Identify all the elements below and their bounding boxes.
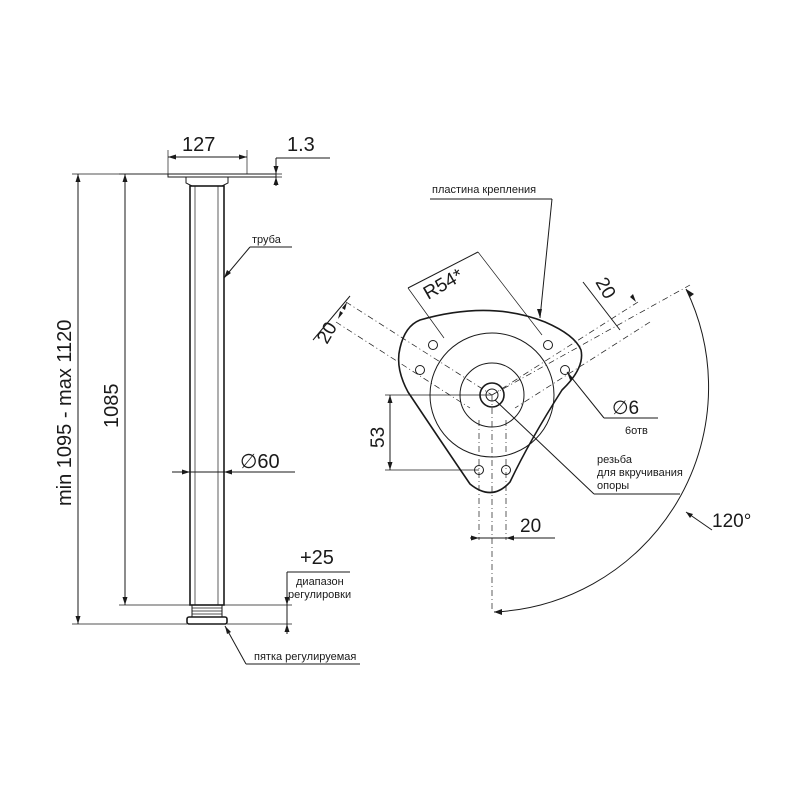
angle-label: 120° xyxy=(712,511,751,532)
mounting-hole xyxy=(543,340,553,350)
angle-arc xyxy=(493,288,710,613)
dim-spacing-right: 20 xyxy=(582,274,636,331)
mounting-hole xyxy=(560,365,570,375)
adjust-label-line1: диапазон xyxy=(296,576,344,588)
leader-thread: резьба для вкручивания опоры xyxy=(494,399,683,495)
top-plate xyxy=(167,173,277,178)
thread-label-line2: для вкручивания xyxy=(597,467,683,479)
dim-total-height: min 1095 - max 1120 xyxy=(54,173,187,625)
dim-angle: 120° xyxy=(493,288,751,615)
leader-hole-diameter: ∅6 6отв xyxy=(566,371,658,437)
dim-spacing-bottom: 20 xyxy=(470,516,555,541)
dim-adjust-range: +25 диапазон регулировки xyxy=(222,547,351,634)
plate-width-label: 127 xyxy=(182,134,215,156)
total-height-label: min 1095 - max 1120 xyxy=(54,320,76,506)
dim-tube-diameter: ∅60 xyxy=(172,451,295,475)
spacing-bottom-label: 20 xyxy=(520,516,541,537)
dim-plate-width: 127 xyxy=(167,134,248,174)
dim-spacing-left: 20 xyxy=(312,295,351,348)
plate-outline xyxy=(397,309,583,494)
dim-plate-thickness: 1.3 xyxy=(240,134,330,186)
thread-label-line1: резьба xyxy=(597,454,633,466)
leg-side-view xyxy=(167,173,277,625)
tube-label: труба xyxy=(252,234,282,246)
offset-label: 53 xyxy=(368,427,389,448)
thread-label-line3: опоры xyxy=(597,480,629,492)
plate-label: пластина крепления xyxy=(432,184,536,196)
dim-radius: R54* xyxy=(407,251,543,339)
foot-label: пятка регулируемая xyxy=(254,651,356,663)
tube-length-label: 1085 xyxy=(101,384,123,429)
dim-offset: 53 xyxy=(368,394,492,471)
dim-tube-length: 1085 xyxy=(101,173,190,606)
mounting-hole xyxy=(428,340,438,350)
spacing-right-label: 20 xyxy=(591,274,620,303)
mounting-plate-view xyxy=(335,284,691,612)
leader-foot: пятка регулируемая xyxy=(224,625,360,665)
holes-count-label: 6отв xyxy=(625,425,648,437)
adjustable-foot xyxy=(186,616,228,625)
hole-diameter-label: ∅6 xyxy=(612,398,639,419)
plate-thickness-label: 1.3 xyxy=(287,134,315,156)
plate-flange xyxy=(185,177,229,187)
radius-label: R54* xyxy=(420,265,468,305)
leader-tube: труба xyxy=(223,234,292,279)
mounting-hole xyxy=(415,365,425,375)
tube-diameter-label: ∅60 xyxy=(240,451,280,473)
adjust-value-label: +25 xyxy=(300,547,334,569)
leader-plate: пластина крепления xyxy=(430,184,553,319)
adjust-label-line2: регулировки xyxy=(288,589,351,601)
